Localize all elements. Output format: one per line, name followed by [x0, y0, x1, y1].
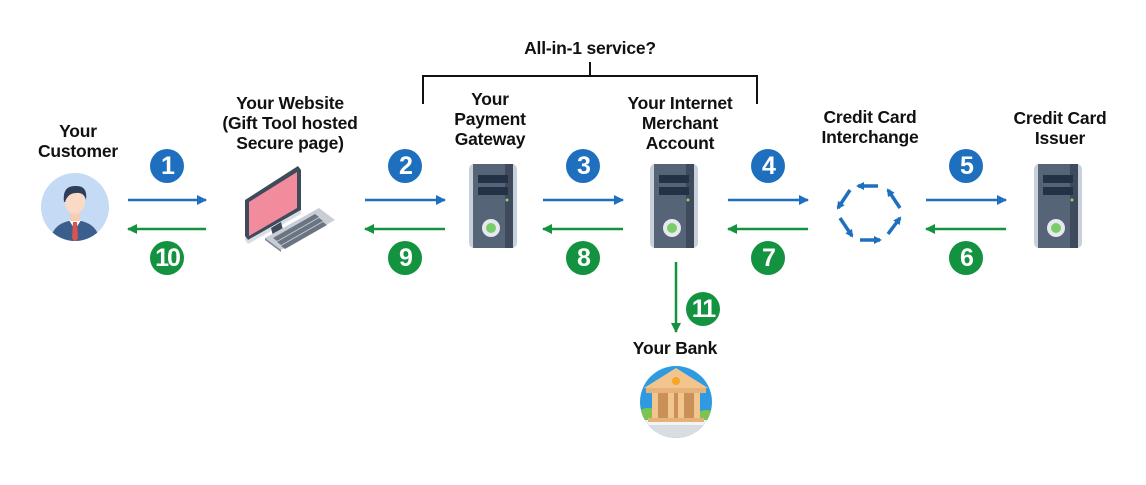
- bank-building-icon: [640, 366, 712, 438]
- node-label-website: Your Website (Gift Tool hosted Secure pa…: [222, 93, 358, 153]
- customer-avatar-icon: [41, 173, 109, 241]
- bracket-label: All-in-1 service?: [524, 38, 656, 58]
- step-badge-3: 3: [566, 149, 600, 183]
- node-label-gateway: Your Payment Gateway: [454, 89, 526, 149]
- desktop-computer-icon: [245, 166, 335, 252]
- step-badge-6: 6: [949, 241, 983, 275]
- step-badge-9: 9: [388, 241, 422, 275]
- node-label-merchant: Your Internet Merchant Account: [627, 93, 733, 153]
- node-label-bank: Your Bank: [632, 338, 718, 358]
- server-tower-icon-merchant: [650, 164, 698, 248]
- node-label-issuer: Credit Card Issuer: [1013, 108, 1107, 148]
- cycle-arrows-icon: [836, 182, 902, 244]
- server-tower-icon-gateway: [469, 164, 517, 248]
- all-in-one-bracket: [422, 62, 758, 104]
- step-badge-11: 11: [686, 292, 720, 326]
- server-tower-icon-issuer: [1034, 164, 1082, 248]
- step-badge-5: 5: [949, 149, 983, 183]
- step-badge-10: 10: [150, 241, 184, 275]
- node-label-interchange: Credit Card Interchange: [821, 107, 919, 147]
- step-badge-2: 2: [388, 149, 422, 183]
- step-badge-8: 8: [566, 241, 600, 275]
- node-label-customer: Your Customer: [37, 121, 119, 161]
- step-badge-4: 4: [751, 149, 785, 183]
- step-badge-1: 1: [150, 149, 184, 183]
- step-badge-7: 7: [751, 241, 785, 275]
